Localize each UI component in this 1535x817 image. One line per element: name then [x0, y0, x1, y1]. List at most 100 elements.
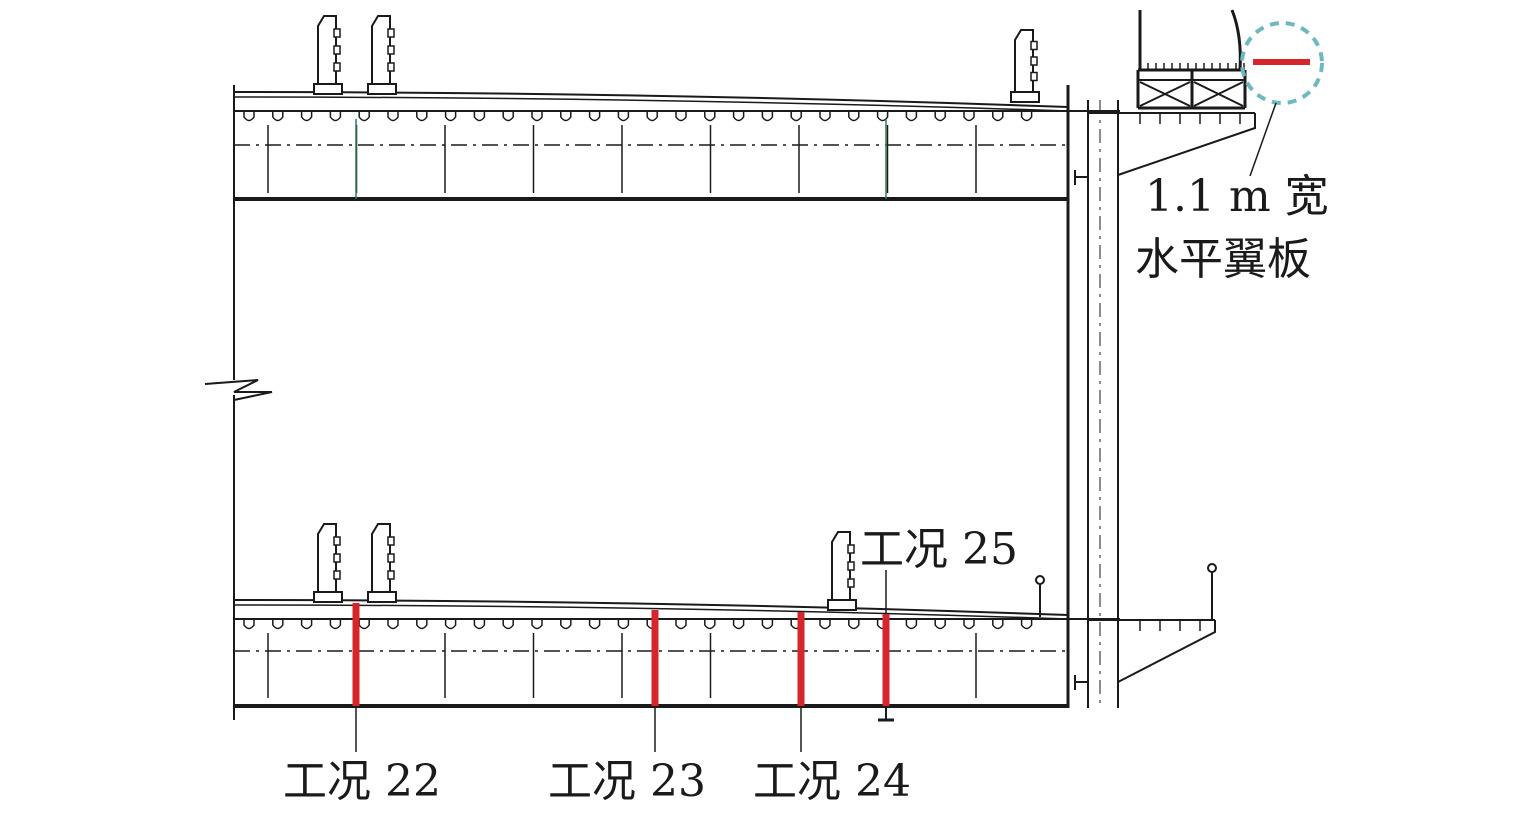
deck-stiffener [531, 619, 543, 630]
deck-stiffener [790, 111, 802, 122]
deck-stiffener [732, 619, 745, 630]
deck-stiffener [992, 619, 1004, 630]
tower-base [827, 599, 857, 611]
deck-stiffener [243, 619, 255, 630]
tower-lug [333, 45, 341, 55]
tower-lug [333, 62, 341, 72]
flange-circle [1240, 21, 1324, 105]
tower-lug [1030, 71, 1038, 82]
tower-lug [847, 578, 855, 588]
label-case-25: 工况 25 [860, 524, 1018, 575]
label-flange-width: 1.1 m 宽 [1145, 171, 1329, 222]
deck-stiffener [329, 619, 342, 630]
deck-stiffener [963, 111, 975, 122]
tower-lug [387, 45, 395, 55]
tower-base [1010, 91, 1040, 103]
tower-lug [333, 570, 341, 580]
deck-stiffener [588, 111, 601, 122]
label-case-24: 工况 24 [753, 756, 911, 807]
deck-stiffener [934, 111, 946, 122]
tower-base [367, 83, 397, 95]
tower-lug [1030, 40, 1038, 51]
deck-stiffener [934, 619, 946, 630]
deck-stiffener [560, 111, 572, 122]
break-symbol [204, 379, 273, 401]
deck-stiffener [1020, 111, 1033, 122]
deck-stiffener [675, 619, 687, 630]
deck-stiffener [963, 619, 975, 630]
tower-lug [847, 561, 855, 571]
deck-stiffener [416, 619, 428, 630]
tower-base [313, 591, 343, 603]
deck-stiffener [243, 111, 255, 122]
deck-stiffener [704, 111, 716, 122]
lower-bracket [1117, 620, 1216, 683]
deck-stiffener [473, 619, 486, 630]
deck-stiffener [502, 619, 514, 630]
deck-stiffener [358, 111, 370, 122]
tower-lug [1030, 56, 1038, 66]
tower-outline [317, 15, 337, 84]
tower-base [367, 591, 397, 603]
label-flange-name: 水平翼板 [1135, 234, 1311, 285]
deck-equipment [313, 9, 1247, 611]
deck-stiffener [905, 619, 918, 630]
tower-lug [847, 544, 855, 554]
hull-structure [204, 85, 1119, 720]
deck-stiffener [848, 111, 860, 122]
deck-stiffener [387, 111, 399, 122]
right-side-structure [878, 112, 1256, 722]
upper-deck [233, 91, 1120, 199]
label-case-23: 工况 23 [548, 756, 706, 807]
deck-stiffener [732, 111, 745, 122]
rail-post-top-right [1207, 563, 1217, 573]
deck-stiffener [300, 619, 313, 630]
deck-stiffener [819, 619, 831, 630]
load-case-highlights [352, 21, 1324, 706]
deck-stiffener [560, 619, 572, 630]
tower-lug [333, 28, 341, 38]
deck-stiffener [761, 619, 774, 630]
deck-plate-top [233, 91, 1069, 108]
rail-post-top-left [1035, 575, 1045, 585]
tower-outline [317, 523, 337, 592]
upper-bracket [1117, 113, 1256, 176]
deck-plate-bottom [233, 96, 1069, 112]
lower-deck [233, 599, 1120, 698]
leader-lines [355, 102, 1277, 752]
tower-outline [831, 531, 851, 600]
deck-stiffener [473, 111, 486, 122]
tower-outline [1014, 29, 1034, 92]
tower-lug [333, 536, 341, 546]
deck-stiffener [848, 619, 860, 630]
deck-stiffener [358, 619, 370, 630]
deck-stiffener [761, 111, 774, 122]
deck-stiffener [272, 619, 284, 630]
tower-lug [387, 62, 395, 72]
deck-stiffener [905, 111, 918, 122]
deck-stiffener [588, 619, 601, 630]
deck-stiffener [387, 619, 399, 630]
deck-stiffener [329, 111, 342, 122]
deck-stiffener [646, 111, 658, 122]
mast-right [1230, 9, 1242, 71]
deck-stiffener [617, 619, 630, 630]
deck-stiffener [531, 111, 543, 122]
deck-stiffener [1020, 619, 1033, 630]
tower-lug [387, 28, 395, 38]
tower-lug [387, 553, 395, 563]
deck-stiffener [444, 111, 457, 122]
deck-stiffener [617, 111, 630, 122]
deck-stiffener [992, 111, 1004, 122]
label-case-22: 工况 22 [283, 756, 441, 807]
deck-stiffener [444, 619, 457, 630]
deck-stiffener [300, 111, 313, 122]
deck-stiffener [675, 111, 687, 122]
deck-stiffener [416, 111, 428, 122]
tower-lug [333, 553, 341, 563]
deck-stiffener [502, 111, 514, 122]
deck-plate-top [233, 599, 1069, 616]
deck-stiffener [876, 111, 889, 122]
